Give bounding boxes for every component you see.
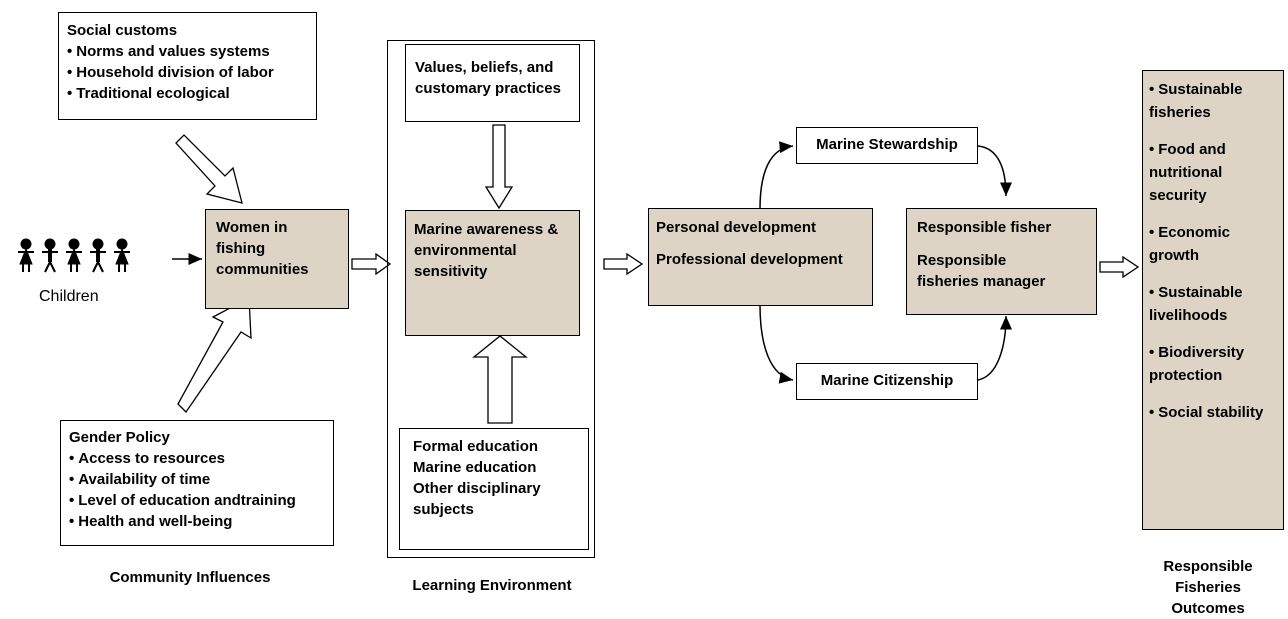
stewardship-label: Marine Stewardship bbox=[816, 136, 958, 153]
gender-policy-box: Gender Policy Access to resources Availa… bbox=[60, 420, 334, 546]
outcomes-list: Sustainable fisheries Food and nutrition… bbox=[1149, 78, 1277, 424]
women-label: Women in fishing communities bbox=[216, 219, 309, 278]
list-item: Food and nutritional security bbox=[1149, 138, 1259, 207]
list-item: Sustainable fisheries bbox=[1149, 78, 1259, 124]
education-line-1: Formal education bbox=[413, 438, 539, 455]
personal-development-label: Personal development bbox=[656, 219, 817, 236]
gender-policy-title: Gender Policy bbox=[69, 429, 170, 446]
arrow-learning-to-development bbox=[603, 252, 644, 276]
arrow-women-to-learning bbox=[351, 252, 392, 276]
education-box: Formal education Marine education Other … bbox=[399, 428, 589, 550]
children-label: Children bbox=[39, 288, 99, 305]
outcomes-box: Sustainable fisheries Food and nutrition… bbox=[1142, 70, 1284, 530]
responsible-fisher-label: Responsible fisher bbox=[917, 219, 1052, 236]
community-influences-caption: Community Influences bbox=[109, 569, 271, 586]
responsible-box: Responsible fisher Responsible fisheries… bbox=[906, 208, 1097, 315]
arrow-customs-to-women bbox=[175, 134, 243, 204]
list-item: Traditional ecological bbox=[67, 83, 308, 104]
list-item: Level of education andtraining bbox=[69, 490, 325, 511]
arrow-development-to-citizenship bbox=[759, 304, 794, 384]
outcomes-caption: Responsible Fisheries Outcomes bbox=[1163, 558, 1253, 617]
awareness-box: Marine awareness & environmental sensiti… bbox=[405, 210, 580, 336]
arrow-gender-to-women bbox=[177, 296, 252, 414]
list-item: Economic growth bbox=[1149, 221, 1259, 267]
list-item: Biodiversity protection bbox=[1149, 341, 1259, 387]
list-item: Household division of labor bbox=[67, 62, 308, 83]
women-box: Women in fishing communities bbox=[205, 209, 349, 309]
learning-environment-caption: Learning Environment bbox=[412, 577, 572, 594]
arrow-fisher-to-outcomes bbox=[1099, 255, 1140, 279]
stewardship-box: Marine Stewardship bbox=[796, 127, 978, 164]
education-line-2: Marine education bbox=[413, 459, 537, 476]
connectors-layer bbox=[18, 124, 1140, 424]
list-item: Norms and values systems bbox=[67, 41, 308, 62]
citizenship-box: Marine Citizenship bbox=[796, 363, 978, 400]
social-customs-title: Social customs bbox=[67, 22, 178, 39]
responsible-manager-label: Responsible fisheries manager bbox=[917, 252, 1046, 290]
development-box: Personal development Professional develo… bbox=[648, 208, 873, 306]
arrow-citizenship-to-fisher bbox=[977, 315, 1012, 381]
list-item: Sustainable livelihoods bbox=[1149, 281, 1259, 327]
arrow-stewardship-to-fisher bbox=[977, 145, 1012, 197]
list-item: Access to resources bbox=[69, 448, 325, 469]
children-icon bbox=[18, 238, 130, 273]
list-item: Availability of time bbox=[69, 469, 325, 490]
list-item: Social stability bbox=[1149, 401, 1277, 424]
social-customs-box: Social customs Norms and values systems … bbox=[58, 12, 317, 120]
professional-development-label: Professional development bbox=[656, 251, 843, 268]
list-item: Health and well-being bbox=[69, 511, 325, 532]
social-customs-list: Norms and values systems Household divis… bbox=[67, 41, 308, 104]
arrow-development-to-stewardship bbox=[759, 141, 794, 210]
citizenship-label: Marine Citizenship bbox=[820, 372, 954, 389]
awareness-label: Marine awareness & environmental sensiti… bbox=[414, 221, 559, 280]
education-line-3: Other disciplinary subjects bbox=[413, 480, 541, 518]
values-label: Values, beliefs, and customary practices bbox=[415, 59, 561, 97]
learning-environment-box bbox=[387, 40, 595, 558]
arrow-values-to-awareness bbox=[484, 124, 514, 210]
values-box: Values, beliefs, and customary practices bbox=[405, 44, 580, 122]
arrow-education-to-awareness bbox=[472, 335, 528, 424]
gender-policy-list: Access to resources Availability of time… bbox=[69, 448, 325, 532]
